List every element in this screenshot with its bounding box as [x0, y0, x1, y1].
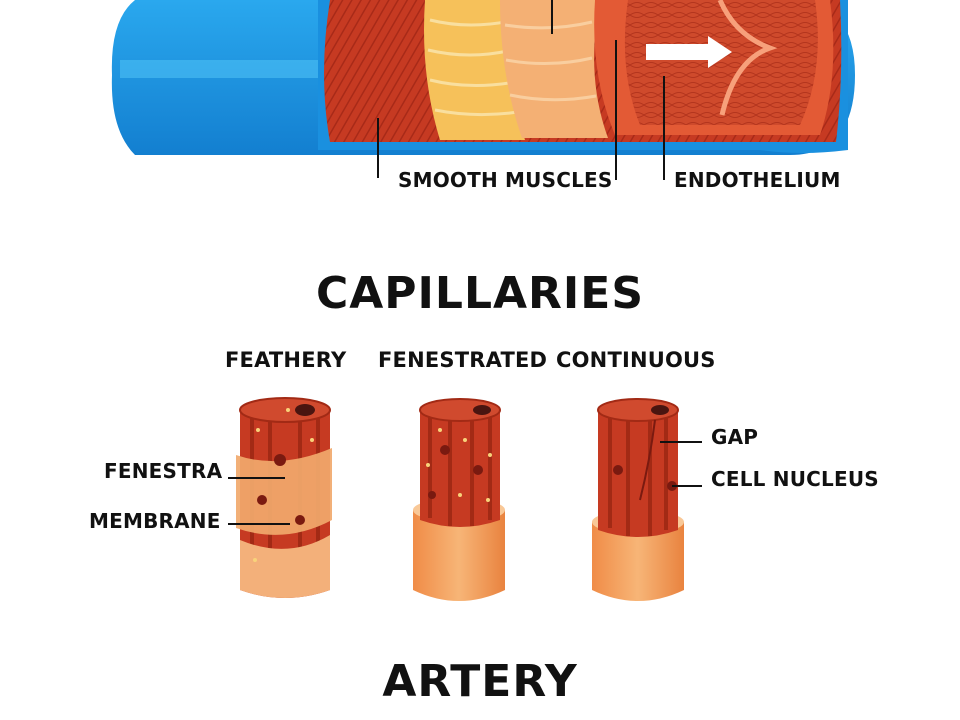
label-endothelium: ENDOTHELIUM: [674, 168, 841, 192]
feathery-membrane-flap: [236, 448, 332, 535]
vessel-cutaway: [111, 0, 855, 180]
capillary-fenestrated: [413, 398, 505, 601]
vessel-valve: [717, 0, 778, 116]
capillaries-title: CAPILLARIES: [315, 268, 645, 319]
label-cell-nucleus: CELL NUCLEUS: [711, 467, 879, 491]
vessel-fibrous-layer: [424, 0, 525, 140]
capillary-type-continuous: CONTINUOUS: [556, 348, 716, 372]
continuous-wall: [598, 403, 678, 537]
artery-title: ARTERY: [382, 656, 578, 707]
capillary-type-feathery: FEATHERY: [225, 348, 347, 372]
fenestrated-wall: [420, 403, 500, 527]
vessel-outer-band: [120, 60, 330, 78]
vessel-elastic-layer: [500, 0, 608, 138]
label-membrane: MEMBRANE: [89, 509, 221, 533]
label-fenestra: FENESTRA: [104, 459, 223, 483]
capillary-feathery: [228, 397, 332, 598]
capillary-type-fenestrated: FENESTRATED: [378, 348, 548, 372]
vessel-lumen: [624, 0, 818, 125]
capillary-continuous: [592, 398, 702, 601]
label-gap: GAP: [711, 425, 759, 449]
feathery-top-opening: [239, 397, 331, 423]
label-smooth-muscles: SMOOTH MUSCLES: [398, 168, 613, 192]
blood-flow-arrow-icon: [646, 36, 732, 68]
